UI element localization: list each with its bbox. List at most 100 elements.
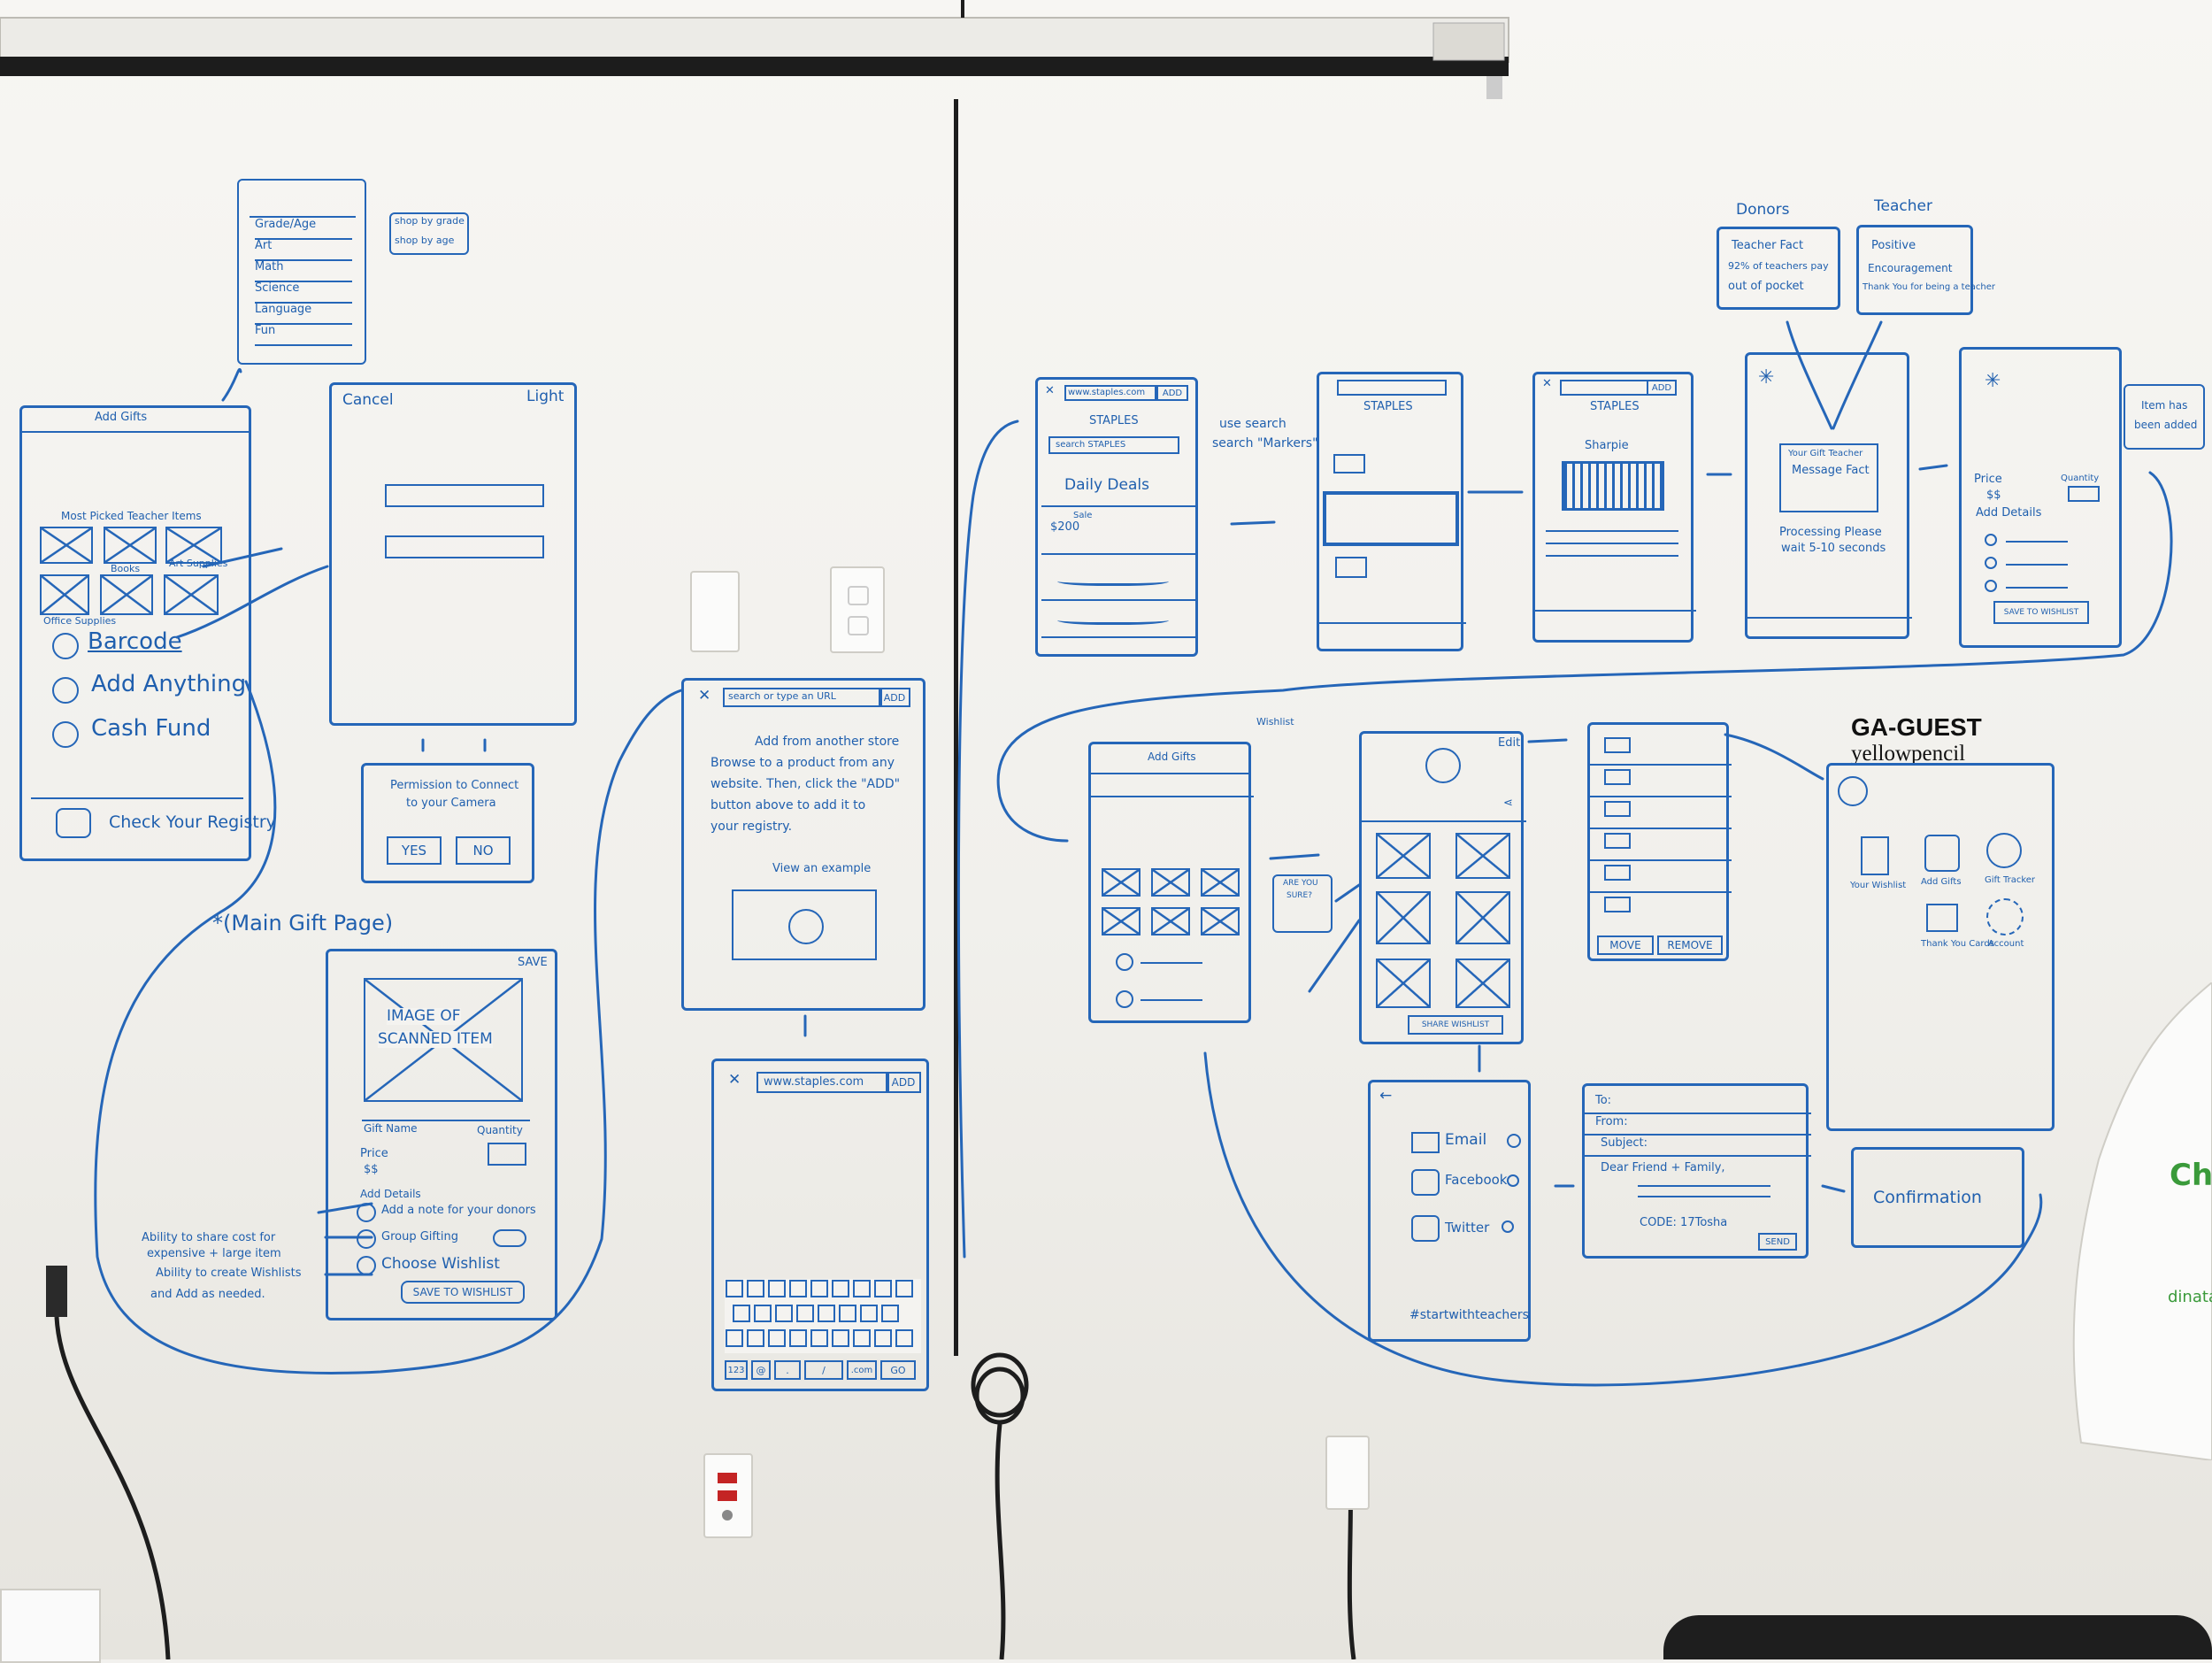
group-gifting-toggle[interactable] <box>493 1229 526 1247</box>
key-com[interactable]: .com <box>847 1360 877 1380</box>
staples-screen-3: ✕ ADD STAPLES Sharpie <box>1532 372 1696 643</box>
option-radio[interactable] <box>1507 1134 1521 1148</box>
share-wishlist-button[interactable]: SHARE WISHLIST <box>1408 1015 1503 1035</box>
item-placeholder <box>40 574 89 615</box>
teacher-line: Positive <box>1871 239 1916 252</box>
item-placeholder <box>1102 868 1141 897</box>
add-gifts-icon[interactable] <box>1924 835 1960 872</box>
light-switch-plate <box>690 571 740 652</box>
mini-menu-item: Fun <box>255 324 352 346</box>
view-example-link[interactable]: View an example <box>772 862 872 875</box>
teacher-line: Thank You for being a teacher <box>1863 282 1995 292</box>
share-icon[interactable]: ⋖ <box>1503 797 1513 810</box>
video-placeholder[interactable] <box>732 889 877 960</box>
email-from: From: <box>1595 1115 1628 1128</box>
account-icon[interactable] <box>1986 898 2024 935</box>
hashtag-label: #startwithteachers <box>1409 1308 1529 1322</box>
move-button[interactable]: MOVE <box>1597 935 1654 955</box>
keyboard-screen: ✕ www.staples.com ADD 123 @ . / .com GO <box>711 1059 929 1391</box>
save-label[interactable]: SAVE <box>518 956 548 969</box>
barcode-icon <box>52 633 79 659</box>
selected-product-row[interactable] <box>1323 491 1459 546</box>
keyboard: 123 @ . / .com GO <box>725 1279 921 1385</box>
key-dot[interactable]: . <box>774 1360 801 1380</box>
key-go[interactable]: GO <box>880 1360 916 1380</box>
key-slash[interactable]: / <box>804 1360 843 1380</box>
list-check[interactable] <box>1604 833 1631 849</box>
option-radio[interactable] <box>1507 1174 1519 1187</box>
share-option[interactable]: Email <box>1445 1131 1487 1149</box>
url-bar[interactable]: www.staples.com <box>757 1072 889 1093</box>
search-note: use search <box>1219 417 1286 431</box>
back-icon[interactable]: ← <box>1379 1087 1393 1105</box>
key-123[interactable]: 123 <box>725 1360 748 1380</box>
main-gift-heading: *(Main Gift Page) <box>212 911 394 935</box>
share-option[interactable]: Twitter <box>1445 1220 1490 1236</box>
option-cash-fund: Cash Fund <box>91 715 211 742</box>
wishlist-icon[interactable] <box>1861 836 1889 875</box>
viewfinder-bottom <box>385 535 544 558</box>
wishlist-item <box>1376 959 1431 1008</box>
url-bar[interactable] <box>1337 380 1447 396</box>
no-button[interactable]: NO <box>456 836 511 865</box>
detail-radio[interactable] <box>1985 580 1997 592</box>
option-radio[interactable] <box>1502 1220 1514 1233</box>
detail-radio[interactable] <box>357 1229 376 1249</box>
flyout-item: shop by grade <box>395 215 465 227</box>
play-icon[interactable] <box>788 909 824 944</box>
list-check[interactable] <box>1604 769 1631 785</box>
close-icon[interactable]: ✕ <box>728 1071 741 1089</box>
store-body-line: website. Then, click the "ADD" <box>710 777 901 791</box>
list-check[interactable] <box>1604 801 1631 817</box>
donors-line: out of pocket <box>1728 280 1804 293</box>
daily-deals-label: Daily Deals <box>1064 476 1149 494</box>
remove-button[interactable]: REMOVE <box>1657 935 1723 955</box>
fact-card: Your Gift Teacher Message Fact <box>1779 443 1878 512</box>
quantity-field[interactable] <box>2068 486 2100 502</box>
keyboard-keys[interactable] <box>725 1279 921 1353</box>
email-subject: Subject: <box>1601 1136 1647 1150</box>
detail-item: Add a note for your donors <box>381 1204 536 1217</box>
add-button[interactable]: ADD <box>886 1072 921 1093</box>
share-option[interactable]: Facebook <box>1445 1172 1508 1188</box>
list-check[interactable] <box>1604 897 1631 912</box>
add-button[interactable]: ADD <box>1647 380 1677 396</box>
close-icon[interactable]: ✕ <box>1045 384 1055 397</box>
donors-line: Teacher Fact <box>1732 239 1804 252</box>
add-button[interactable]: ADD <box>879 688 910 707</box>
image-label: IMAGE OF <box>387 1007 461 1025</box>
yes-button[interactable]: YES <box>387 836 442 865</box>
save-to-wishlist-button[interactable]: SAVE TO WISHLIST <box>1993 601 2089 624</box>
close-icon[interactable]: ✕ <box>698 687 711 704</box>
add-gifts-screen: Add Gifts Most Picked Teacher Items Book… <box>19 405 276 861</box>
url-bar[interactable]: www.staples.com <box>1064 385 1156 401</box>
send-button[interactable]: SEND <box>1758 1233 1797 1251</box>
list-check[interactable] <box>1604 865 1631 881</box>
price-label: Price <box>360 1147 388 1160</box>
key-at[interactable]: @ <box>751 1360 771 1380</box>
menu-screen: Your Wishlist Add Gifts Gift Tracker Tha… <box>1826 763 2055 1131</box>
option-check-registry: Check Your Registry <box>109 812 276 832</box>
close-icon[interactable] <box>1838 776 1868 806</box>
save-to-wishlist-button[interactable]: SAVE TO WISHLIST <box>401 1281 525 1304</box>
search-field[interactable]: search STAPLES <box>1048 436 1179 454</box>
wishlist-item <box>1376 891 1431 944</box>
add-button[interactable]: ADD <box>1156 385 1188 401</box>
close-icon[interactable]: ✕ <box>1542 377 1552 390</box>
list-check[interactable] <box>1604 737 1631 753</box>
quantity-field[interactable] <box>488 1143 526 1166</box>
edit-label[interactable]: Edit <box>1498 736 1521 750</box>
add-details-label: Add Details <box>1976 506 2042 520</box>
url-bar[interactable]: search or type an URL <box>723 688 882 707</box>
price-label: $200 <box>1050 520 1080 534</box>
detail-radio[interactable] <box>1985 534 1997 546</box>
gift-tracker-icon[interactable] <box>1986 833 2022 868</box>
thank-you-cards-icon[interactable] <box>1926 904 1958 932</box>
staples-screen-2: STAPLES <box>1317 372 1466 651</box>
main-gift-screen: SAVE IMAGE OF SCANNED ITEM Gift Name Pri… <box>326 949 557 1320</box>
sale-label: Sale <box>1073 511 1093 520</box>
detail-radio[interactable] <box>1985 557 1997 569</box>
mini-menu-item: Art <box>255 239 352 261</box>
dollar-icon <box>52 721 79 748</box>
